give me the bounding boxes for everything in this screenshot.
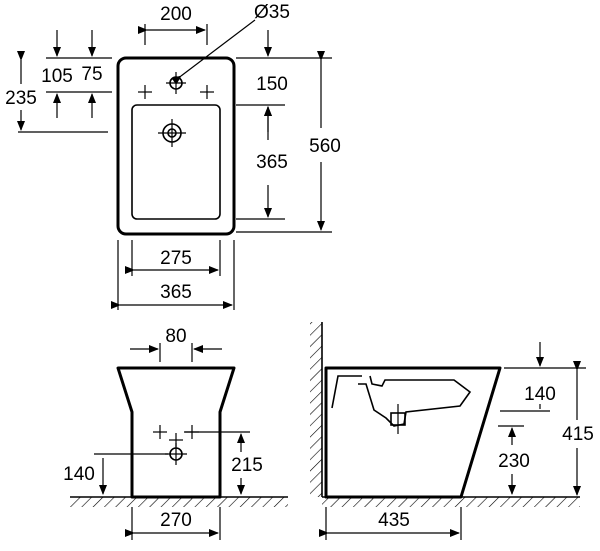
dim-215-label: 215: [231, 455, 263, 476]
front-tap-hole-left: [153, 425, 167, 439]
front-view: 80 140 215 270: [63, 326, 288, 540]
dim-235-label: 235: [5, 88, 37, 109]
dim-diameter-leader: [171, 19, 256, 85]
dim-275-label: 275: [160, 248, 192, 269]
side-view: 140 230 415 435: [310, 322, 594, 540]
top-view-bowl: [131, 104, 221, 220]
dim-365w-label: 365: [160, 282, 192, 303]
dim-140f-label: 140: [63, 464, 95, 485]
top-view: 200 Ø35 105 75 235 150 365 560: [5, 2, 341, 310]
front-drain-hole: [165, 443, 187, 465]
dim-415-label: 415: [562, 424, 594, 445]
dim-105-label: 105: [41, 66, 73, 87]
dim-200-label: 200: [160, 4, 192, 25]
front-floor-hatch: [70, 497, 288, 507]
dim-80-label: 80: [165, 326, 186, 347]
dim-230-label: 230: [498, 451, 530, 472]
dim-270-label: 270: [160, 510, 192, 531]
dim-365-bowl-label: 365: [256, 152, 288, 173]
dim-75-label: 75: [81, 64, 102, 85]
tap-hole-left: [138, 85, 152, 99]
tap-hole-center: [166, 72, 186, 94]
dim-560-label: 560: [309, 136, 341, 157]
dim-diameter-label: Ø35: [254, 2, 290, 23]
side-view-outline: [324, 366, 502, 499]
front-view-outline: [116, 366, 236, 499]
top-view-outline: [116, 56, 236, 236]
dim-150-label: 150: [256, 74, 288, 95]
tap-hole-right: [200, 85, 214, 99]
dim-435-label: 435: [378, 510, 410, 531]
side-wall-hatch: [310, 322, 322, 497]
side-bowl-profile: [331, 375, 472, 427]
dim-140s-label: 140: [524, 384, 556, 405]
drain-hole: [158, 119, 186, 147]
side-floor-hatch: [322, 497, 580, 507]
